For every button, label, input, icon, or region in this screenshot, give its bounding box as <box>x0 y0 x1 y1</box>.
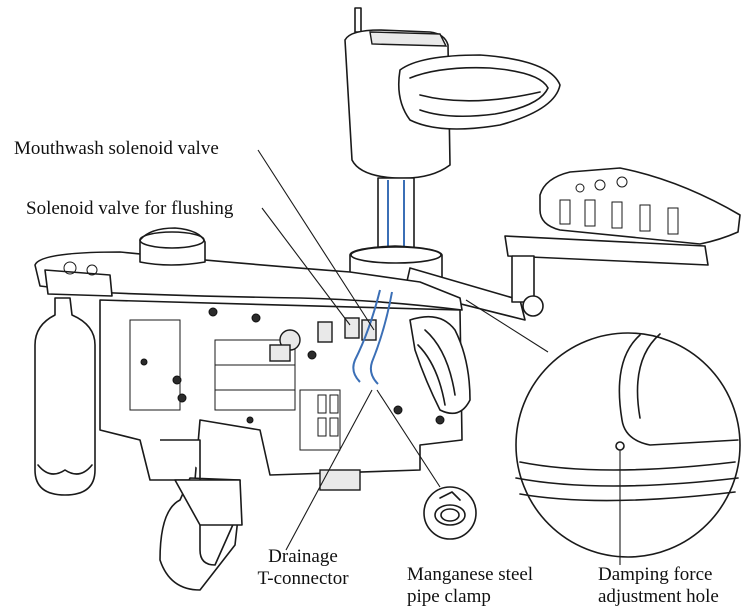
label-clamp-line2: pipe clamp <box>407 586 491 607</box>
leader-magnify <box>465 299 549 353</box>
label-mouthwash-text: Mouthwash solenoid valve <box>14 138 219 159</box>
label-clamp-line1: Manganese steel <box>407 564 534 585</box>
label-mouthwash-valve: Mouthwash solenoid valve <box>14 138 219 160</box>
support-arm <box>404 235 709 321</box>
label-flushing-valve: Solenoid valve for flushing <box>26 198 233 220</box>
main-housing <box>34 227 471 491</box>
leader-drainage <box>285 389 373 551</box>
spittoon-bowl <box>344 7 561 293</box>
label-damping-hole: Damping force adjustment hole <box>598 564 719 608</box>
instrument-tray <box>539 167 741 245</box>
pipe-clamp-icon <box>423 486 477 540</box>
drain-pipe <box>159 439 243 591</box>
label-drainage-line1: Drainage <box>268 546 338 567</box>
leader-lines <box>257 149 621 565</box>
label-damping-line2: adjustment hole <box>598 586 719 607</box>
label-pipe-clamp: Manganese steel pipe clamp <box>407 564 533 608</box>
magnified-detail <box>515 332 741 558</box>
label-damping-line1: Damping force <box>598 564 713 585</box>
label-drainage-line2: T-connector <box>257 568 349 589</box>
leader-flushing <box>261 207 351 326</box>
leader-clamp <box>376 389 441 488</box>
label-flushing-text: Solenoid valve for flushing <box>26 198 234 219</box>
label-drainage-connector: Drainage T-connector <box>248 546 358 590</box>
leader-mouthwash <box>257 149 375 331</box>
water-bottle <box>34 297 96 496</box>
